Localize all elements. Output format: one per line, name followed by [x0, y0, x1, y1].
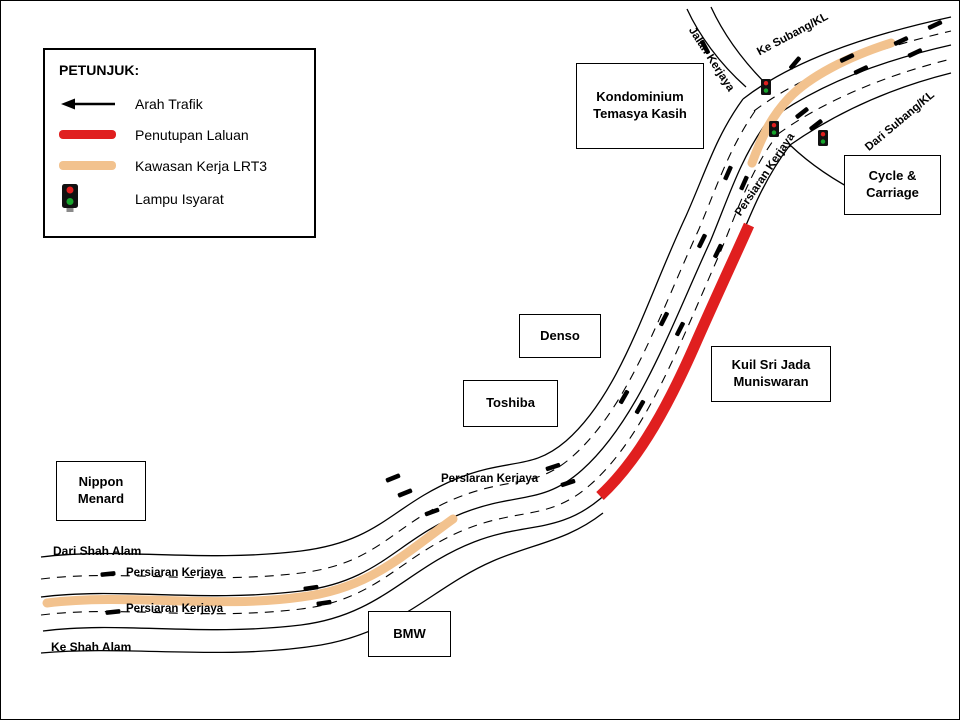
lane-divider	[40, 110, 756, 580]
closure-band	[596, 222, 755, 501]
traffic-light-icon	[59, 184, 135, 214]
car-marker	[618, 389, 630, 405]
legend-item-label: Lampu Isyarat	[135, 191, 224, 207]
traffic-lights	[761, 79, 828, 146]
work-area-band-lower	[42, 514, 458, 608]
arrow-left-icon	[59, 96, 135, 112]
car-marker	[809, 119, 823, 131]
legend-item-label: Kawasan Kerja LRT3	[135, 157, 268, 174]
legend-item-work-area: Kawasan Kerja LRT3	[59, 150, 300, 181]
road-label-persiaran-kerjaya-left-upper: Persiaran Kerjaya	[126, 567, 224, 579]
car-marker	[713, 243, 723, 259]
car-marker	[634, 399, 646, 415]
road-edge	[40, 121, 768, 598]
legend-item-closure: Penutupan Laluan	[59, 119, 300, 150]
landmark-bmw: BMW	[368, 611, 451, 657]
car-marker	[839, 53, 855, 63]
work-area-band-upper	[747, 38, 896, 168]
car-marker	[789, 56, 801, 70]
lane-divider	[753, 30, 952, 112]
car-marker	[659, 311, 669, 327]
car-marker	[105, 609, 121, 615]
road-label-dari-shah-alam: Dari Shah Alam	[53, 544, 142, 558]
landmark-kondominium-temasya-kasih: Kondominium Temasya Kasih	[576, 63, 704, 149]
car-marker	[545, 462, 561, 472]
car-marker	[397, 488, 413, 498]
car-marker	[560, 478, 576, 488]
car-marker	[697, 233, 707, 249]
car-marker	[675, 321, 685, 337]
road-edge	[40, 98, 744, 558]
traffic-light-icon	[818, 130, 828, 146]
legend-title: PETUNJUK:	[59, 62, 140, 78]
car-marker	[795, 107, 809, 119]
car-marker	[316, 599, 332, 607]
car-marker	[385, 473, 401, 483]
car-marker	[927, 20, 943, 30]
car-marker	[853, 65, 869, 75]
legend-item-label: Penutupan Laluan	[135, 126, 249, 143]
legend-item-label: Arah Trafik	[135, 95, 203, 112]
car-marker	[907, 48, 923, 58]
traffic-light-icon	[769, 121, 779, 137]
car-markers	[100, 20, 943, 615]
car-marker	[723, 165, 733, 181]
car-marker	[100, 571, 116, 577]
legend-item-traffic-light: Lampu Isyarat	[59, 181, 300, 217]
road-edge	[40, 512, 604, 654]
road-edge-jalan-kerjaya	[710, 6, 768, 86]
lane-divider	[777, 58, 952, 135]
legend: PETUNJUK: Arah Trafik Penutupan Laluan K…	[43, 48, 316, 238]
landmark-kuil-sri-jada-muniswaran: Kuil Sri Jada Muniswaran	[711, 346, 831, 402]
closure-bar	[59, 130, 116, 139]
work-area-bar	[59, 161, 116, 170]
car-marker	[739, 175, 749, 191]
road-lines	[40, 6, 952, 654]
landmark-denso: Denso	[519, 314, 601, 358]
road-label-persiaran-kerjaya-mid: Persiaran Kerjaya	[441, 473, 539, 485]
road-label-persiaran-kerjaya-left-lower: Persiaran Kerjaya	[126, 603, 224, 615]
road-edge	[789, 72, 952, 146]
legend-item-traffic-direction: Arah Trafik	[59, 88, 300, 119]
road-label-ke-shah-alam: Ke Shah Alam	[51, 640, 132, 654]
landmark-nippon-menard: Nippon Menard	[56, 461, 146, 521]
car-marker	[303, 584, 319, 592]
landmark-cycle-and-carriage: Cycle & Carriage	[844, 155, 941, 215]
road-edge-jalan-kerjaya	[686, 8, 747, 88]
car-marker	[700, 39, 710, 55]
work-area-bands	[42, 38, 896, 608]
traffic-light-icon	[761, 79, 771, 95]
landmark-toshiba: Toshiba	[463, 380, 558, 427]
lane-divider	[40, 133, 779, 616]
car-marker	[893, 36, 909, 46]
car-marker	[424, 507, 440, 517]
